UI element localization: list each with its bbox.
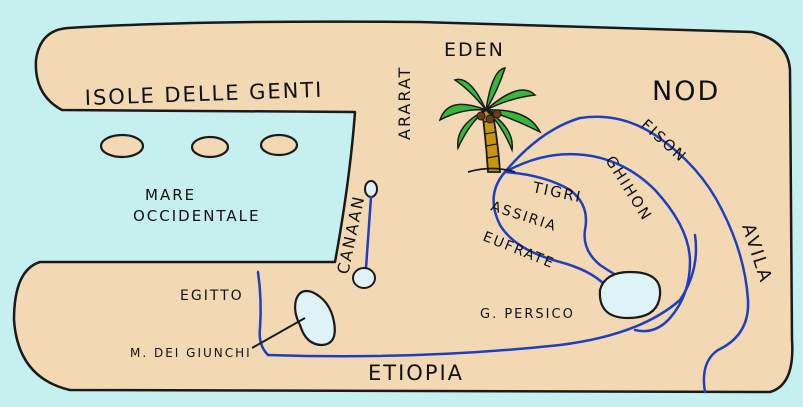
m-dei-giunchi-water — [294, 289, 336, 347]
island-3 — [259, 133, 299, 157]
eufrate-river — [492, 170, 607, 287]
small-lake — [364, 180, 378, 198]
island-2 — [190, 135, 230, 159]
label-mare: MARE — [145, 186, 196, 204]
ghihon-river — [503, 152, 692, 333]
label-occidentale: OCCIDENTALE — [133, 207, 261, 225]
label-nod: NOD — [652, 76, 720, 107]
tigri-river — [503, 170, 627, 282]
label-ararat: ARARAT — [395, 66, 414, 140]
land-mass — [12, 20, 794, 394]
label-etiopia: ETIOPIA — [368, 361, 464, 385]
palm-tree-icon — [438, 67, 542, 173]
label-eden: EDEN — [444, 39, 505, 61]
island-1 — [99, 133, 145, 159]
dead-sea — [352, 267, 376, 289]
fison-river — [503, 115, 750, 394]
label-g-persico: G. PERSICO — [480, 307, 575, 322]
label-m-dei-giunchi: M. DEI GIUNCHI — [130, 346, 252, 360]
m-dei-giunchi-pointer — [251, 317, 306, 349]
egitto-boundary-river — [256, 270, 270, 357]
jordan-river — [364, 195, 373, 270]
label-egitto: EGITTO — [180, 288, 244, 304]
etiopia-river — [266, 233, 698, 358]
g-persico-water — [598, 270, 662, 320]
